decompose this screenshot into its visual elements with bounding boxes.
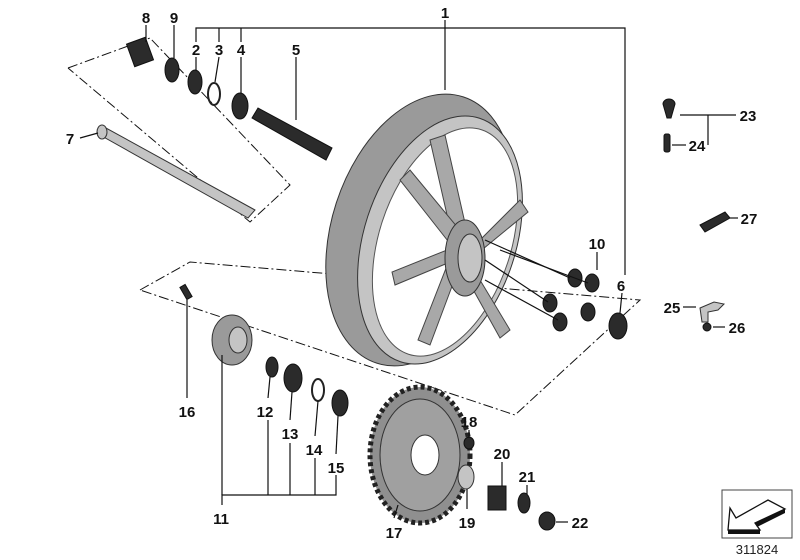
callout-4[interactable]: 4 [237, 42, 246, 59]
callout-27[interactable]: 27 [741, 211, 758, 228]
callout-17[interactable]: 17 [386, 525, 403, 542]
callout-24[interactable]: 24 [689, 138, 706, 155]
seal-ring-2[interactable] [187, 69, 203, 95]
rear-wheel[interactable] [293, 70, 552, 391]
callout-13[interactable]: 13 [282, 426, 299, 443]
callout-23[interactable]: 23 [740, 108, 757, 125]
bolt-16[interactable] [179, 283, 193, 301]
callout-22[interactable]: 22 [572, 515, 589, 532]
leader-lines [79, 20, 738, 523]
callout-16[interactable]: 16 [179, 404, 196, 421]
document-number: 311824 [736, 542, 778, 557]
callout-1[interactable]: 1 [441, 5, 449, 22]
callout-labels: 1 2 3 4 5 6 7 8 9 10 11 12 13 14 15 16 1… [66, 5, 758, 542]
callout-8[interactable]: 8 [142, 10, 150, 27]
seal-15[interactable] [331, 389, 349, 417]
angled-valve[interactable] [699, 301, 726, 323]
adjuster-plate-20[interactable] [487, 485, 507, 511]
callout-19[interactable]: 19 [459, 515, 476, 532]
callout-3[interactable]: 3 [215, 42, 223, 59]
callout-18[interactable]: 18 [461, 414, 478, 431]
wheel-nuts[interactable] [542, 268, 628, 340]
callout-12[interactable]: 12 [257, 404, 274, 421]
nut-22[interactable] [538, 511, 556, 531]
nut-18[interactable] [463, 436, 475, 450]
bearing-4[interactable] [231, 92, 249, 120]
bearing-13[interactable] [283, 363, 303, 393]
callout-2[interactable]: 2 [192, 42, 200, 59]
circlip-3[interactable] [207, 82, 221, 106]
axle[interactable] [96, 124, 256, 219]
callout-20[interactable]: 20 [494, 446, 511, 463]
callout-21[interactable]: 21 [519, 469, 536, 486]
spacer-19[interactable] [457, 464, 475, 490]
callout-11[interactable]: 11 [213, 511, 229, 528]
valve[interactable] [663, 133, 671, 153]
callout-6[interactable]: 6 [617, 278, 625, 295]
callout-14[interactable]: 14 [306, 442, 323, 459]
washer-21[interactable] [517, 492, 531, 514]
axle-group-outline [67, 37, 291, 223]
callout-26[interactable]: 26 [729, 320, 746, 337]
washer-9[interactable] [164, 57, 180, 83]
sprocket[interactable] [367, 384, 473, 526]
callout-5[interactable]: 5 [292, 42, 300, 59]
arrow-back-icon[interactable] [721, 489, 793, 539]
balance-weight[interactable] [699, 211, 731, 233]
valve-cap[interactable] [662, 98, 676, 119]
circlip-14[interactable] [311, 378, 325, 402]
callout-15[interactable]: 15 [328, 460, 345, 477]
sprocket-carrier[interactable] [211, 314, 253, 366]
callout-25[interactable]: 25 [664, 300, 681, 317]
seal-12[interactable] [265, 356, 279, 378]
callout-10[interactable]: 10 [589, 236, 606, 253]
callout-7[interactable]: 7 [66, 131, 74, 148]
nut-26[interactable] [702, 322, 712, 332]
adjuster-plate[interactable] [125, 36, 155, 68]
callout-9[interactable]: 9 [170, 10, 178, 27]
hub-group-outline [139, 261, 642, 416]
spacer-sleeve[interactable] [251, 107, 333, 161]
